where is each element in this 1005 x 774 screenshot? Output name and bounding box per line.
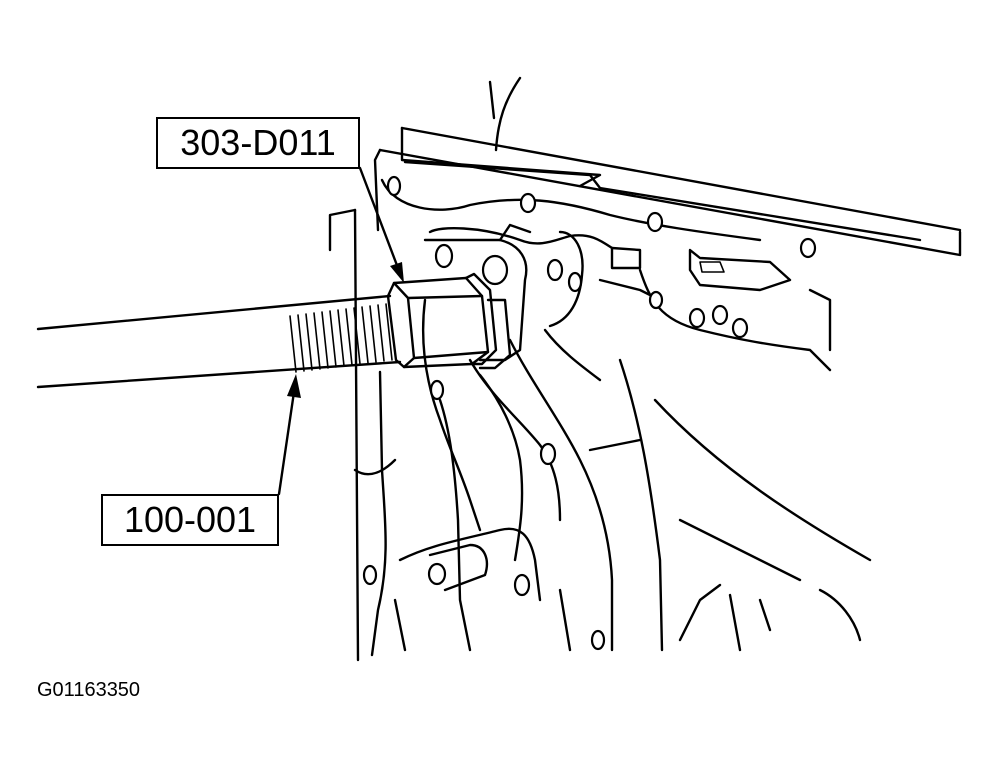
callout-303-d011: 303-D011 bbox=[156, 117, 360, 169]
adapter-tool bbox=[386, 272, 512, 370]
slide-hammer-tool bbox=[36, 294, 402, 389]
callout-303-d011-text: 303-D011 bbox=[180, 122, 336, 163]
callout-100-001-text: 100-001 bbox=[123, 499, 257, 540]
figure-id: G01163350 bbox=[37, 679, 141, 701]
callout-100-001: 100-001 bbox=[101, 494, 279, 546]
transmission-case bbox=[328, 76, 962, 662]
leader-100-001 bbox=[277, 374, 301, 496]
leader-303-d011 bbox=[358, 166, 404, 283]
threaded-section bbox=[289, 303, 393, 373]
